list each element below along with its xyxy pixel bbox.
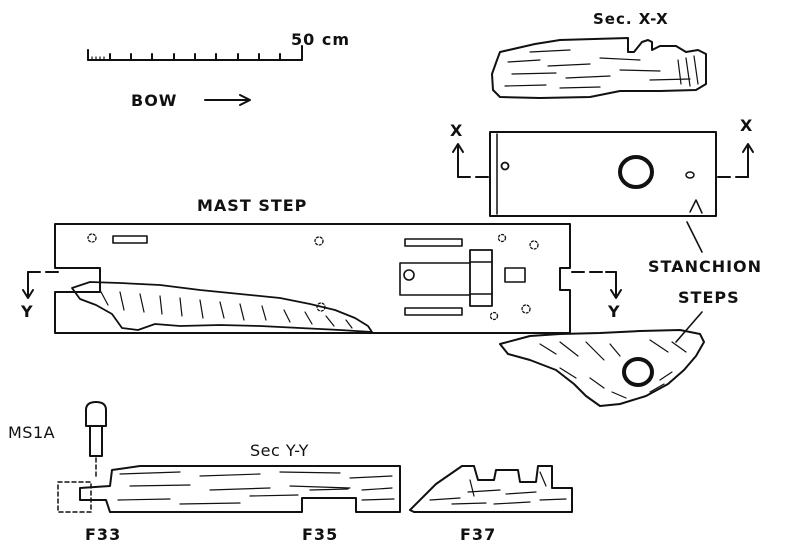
section-y-label-right: Y	[608, 302, 621, 321]
section-y-label-left: Y	[21, 302, 34, 321]
f37-fragment-profile	[409, 465, 573, 513]
f37-label: F37	[460, 525, 497, 544]
section-x-label-left: X	[450, 121, 464, 140]
f33-label: F33	[85, 525, 122, 544]
bow-arrow	[204, 94, 251, 106]
section-y-title: Sec Y-Y	[250, 441, 309, 460]
section-x-title: Sec. X-X	[593, 10, 669, 28]
mast-step-plan	[54, 223, 571, 334]
section-y-markers	[22, 271, 622, 299]
section-x-markers	[452, 143, 754, 178]
stanchion-leaders	[675, 221, 703, 343]
stanchion-step-lower	[499, 329, 705, 407]
bow-label: BOW	[131, 91, 178, 110]
section-y-y-profile	[57, 465, 401, 513]
scale-bar	[87, 45, 303, 61]
stanchion-label-line1: STANCHION	[648, 257, 763, 276]
stanchion-step-plan	[489, 131, 717, 217]
ms1a-label: MS1A	[8, 423, 56, 442]
mast-step-title: MAST STEP	[197, 196, 308, 215]
stanchion-label-line2: STEPS	[678, 288, 740, 307]
ms1a-peg	[85, 401, 107, 479]
section-x-label-right: X	[740, 116, 754, 135]
f35-label: F35	[302, 525, 339, 544]
scale-label: 50 cm	[291, 30, 350, 49]
section-x-x-profile	[491, 37, 707, 99]
